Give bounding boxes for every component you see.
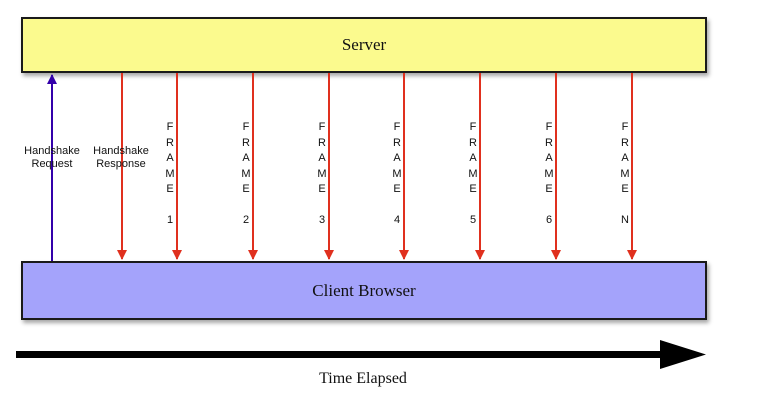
frame-number: N xyxy=(621,214,629,226)
frame-number: 6 xyxy=(545,214,553,226)
handshake-response-label: Handshake Response xyxy=(90,145,152,171)
frame-word: FRAME xyxy=(468,121,478,195)
frame-label-3: FRAME 3 xyxy=(316,120,328,229)
server-box: Server xyxy=(21,17,707,73)
frame-word: FRAME xyxy=(392,121,402,195)
frame-label-4: FRAME 4 xyxy=(391,120,403,229)
handshake-response-line2: Response xyxy=(96,158,146,170)
frame-label-5: FRAME 5 xyxy=(467,120,479,229)
handshake-request-label: Handshake Request xyxy=(22,145,82,171)
handshake-response-line1: Handshake xyxy=(93,145,149,157)
frame-number: 1 xyxy=(166,214,174,226)
time-elapsed-label: Time Elapsed xyxy=(319,370,407,387)
frame-arrows xyxy=(172,73,637,260)
frame-word: FRAME xyxy=(317,121,327,195)
server-label: Server xyxy=(341,35,387,54)
client-browser-box: Client Browser xyxy=(21,261,707,320)
frame-label-6: FRAME 6 xyxy=(543,120,555,229)
frame-number: 4 xyxy=(393,214,401,226)
frame-number: 3 xyxy=(318,214,326,226)
timeline-arrow xyxy=(16,340,706,369)
frame-number: 5 xyxy=(469,214,477,226)
handshake-request-line2: Request xyxy=(31,158,73,170)
frame-word: FRAME xyxy=(241,121,251,195)
frame-word: FRAME xyxy=(165,121,175,195)
frame-word: FRAME xyxy=(620,121,630,195)
frame-label-1: FRAME 1 xyxy=(164,120,176,229)
frame-word: FRAME xyxy=(544,121,554,195)
handshake-request-line1: Handshake xyxy=(24,145,80,157)
frame-number: 2 xyxy=(242,214,250,226)
frame-label-n: FRAME N xyxy=(619,120,631,229)
frame-label-2: FRAME 2 xyxy=(240,120,252,229)
client-browser-label: Client Browser xyxy=(312,280,416,300)
